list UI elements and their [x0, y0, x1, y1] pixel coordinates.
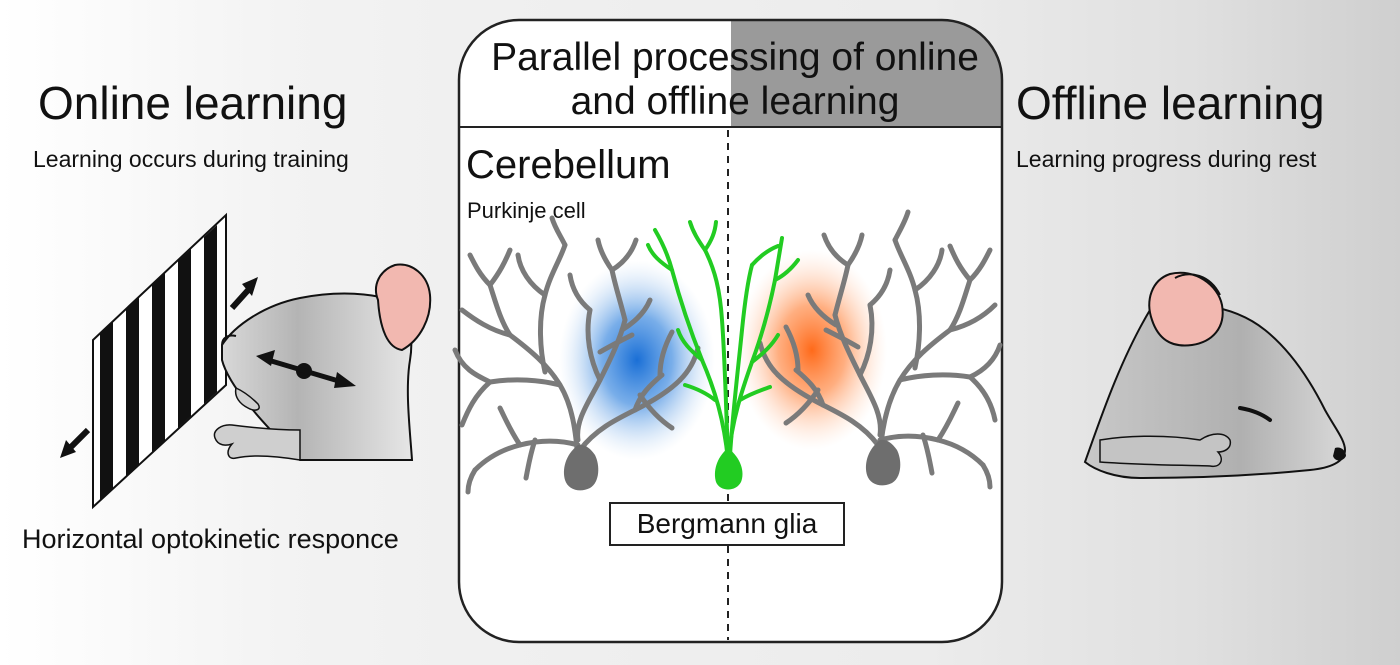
offline-header-shade [731, 20, 1002, 127]
online-learning-title: Online learning [38, 77, 348, 129]
parallel-processing-title: Parallel processing of online and offlin… [491, 36, 979, 123]
center-panel [457, 18, 1004, 644]
offline-learning-subtitle: Learning progress during rest [1016, 146, 1317, 172]
purkinje-soma-left [563, 444, 599, 491]
purkinje-soma-right [865, 439, 901, 486]
cerebellum-label: Cerebellum [466, 143, 671, 187]
mouse-resting [1083, 271, 1347, 480]
mouse-awake-ear [375, 263, 432, 352]
online-learning-subtitle: Learning occurs during training [33, 146, 349, 172]
purkinje-cell-label: Purkinje cell [467, 198, 586, 223]
bergmann-glia-cell [646, 220, 800, 462]
offline-learning-title: Offline learning [1016, 77, 1325, 129]
mouse-resting-closed-eye [1238, 406, 1272, 422]
bergmann-glia-label: Bergmann glia [609, 502, 845, 546]
optokinetic-response-caption: Horizontal optokinetic responce [22, 524, 399, 554]
offline-activity-glow [737, 250, 887, 450]
online-activity-glow [559, 260, 715, 460]
purkinje-cell-right [757, 209, 1003, 490]
bergmann-glia-soma [714, 448, 743, 490]
purkinje-cell-left [452, 215, 701, 495]
optokinetic-stripe-screen [92, 212, 227, 510]
mouse-resting-ear [1148, 271, 1224, 347]
eye-movement-arrow [256, 350, 356, 388]
stripe-motion-arrows [60, 277, 258, 458]
